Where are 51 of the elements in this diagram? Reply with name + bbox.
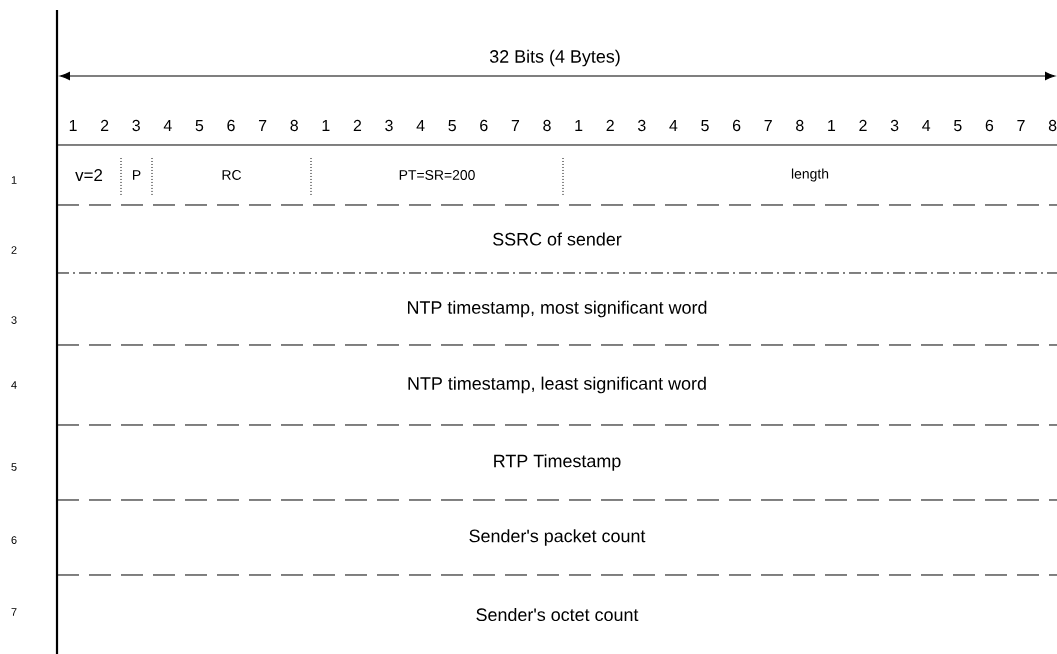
bit-number: 2: [353, 119, 362, 131]
bit-number: 1: [69, 120, 77, 131]
row-number: 6: [11, 536, 17, 544]
bit-number: 4: [669, 120, 678, 131]
bit-number: 2: [859, 119, 867, 131]
word-row: NTP timestamp, least significant word: [408, 376, 706, 394]
bit-number: 4: [922, 120, 931, 131]
bit-number: 4: [163, 120, 172, 131]
word-row: NTP timestamp, most significant word: [408, 300, 707, 318]
field-cell: length: [791, 168, 829, 182]
word-row: Sender's octet count: [476, 607, 639, 622]
bit-number: 4: [416, 120, 425, 131]
field-cell: PT=SR=200: [399, 170, 475, 180]
bit-number: 3: [385, 119, 393, 132]
bit-number: 6: [227, 119, 235, 132]
field-cell: v=2: [75, 169, 103, 181]
word-row: RTP Timestamp: [494, 454, 621, 471]
bit-number: 5: [448, 120, 456, 132]
word-row: SSRC of sender: [493, 232, 622, 246]
row-number: 2: [11, 246, 17, 254]
bit-number: 5: [701, 120, 709, 132]
bit-number: 8: [290, 119, 298, 132]
bit-number: 2: [606, 119, 614, 131]
bit-number: 5: [195, 120, 204, 132]
bit-number: 8: [543, 119, 551, 132]
bit-number: 6: [985, 119, 994, 132]
field-cell: RC: [222, 170, 242, 180]
bit-number: 3: [890, 119, 899, 132]
bit-number: 7: [511, 120, 520, 131]
field-cell: P: [133, 170, 141, 180]
bit-number: 6: [480, 119, 488, 132]
bit-number: 7: [259, 120, 267, 131]
bit-number: 1: [322, 120, 330, 131]
bit-number: 3: [638, 119, 646, 132]
row-number: 4: [11, 381, 17, 389]
row-number: 3: [11, 316, 17, 324]
row-number: 5: [11, 463, 17, 471]
bit-number: 2: [100, 119, 109, 131]
bit-number: 6: [733, 119, 741, 132]
bit-number: 8: [1048, 119, 1057, 132]
bit-number: 7: [1017, 120, 1025, 131]
bit-number: 1: [828, 120, 836, 131]
dimension-label: 32 Bits (4 Bytes): [489, 49, 620, 67]
bit-number: 7: [764, 120, 772, 131]
word-row: Sender's packet count: [469, 529, 646, 546]
bit-number: 5: [954, 120, 962, 132]
bit-number: 8: [796, 119, 804, 132]
row-number: 7: [11, 608, 17, 616]
row-number: 1: [11, 176, 17, 184]
bit-number: 3: [132, 119, 140, 132]
bit-number: 1: [575, 120, 583, 131]
